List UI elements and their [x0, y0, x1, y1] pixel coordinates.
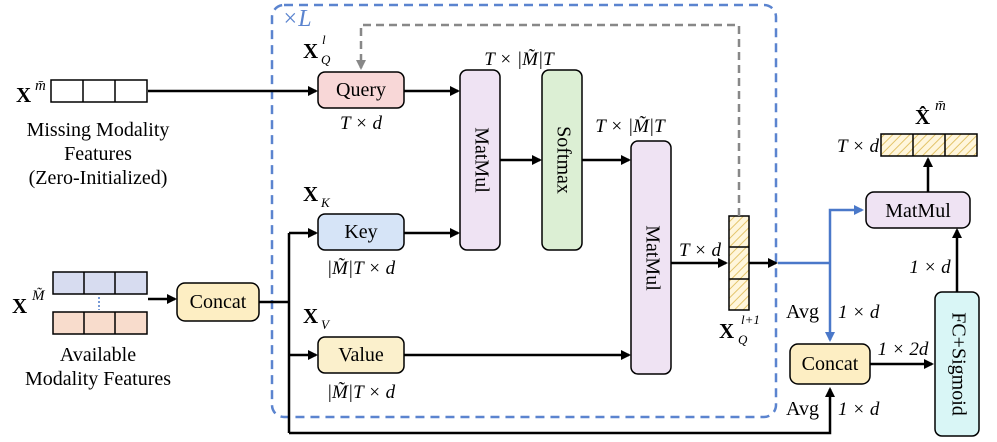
xk-symbol: X: [303, 182, 318, 206]
available-superscript: M̃: [31, 288, 46, 304]
feedback-loop-line: [356, 23, 741, 216]
missing-caption-2: Features: [64, 143, 132, 165]
output-vector: [880, 133, 978, 157]
matmul3-label: MatMul: [885, 200, 951, 222]
available-symbol: X: [12, 294, 27, 318]
avg-bottom-dim: 1 × d: [838, 399, 880, 420]
blue-to-matmul3: [828, 205, 864, 263]
concat-out-dim: 1 × 2d: [878, 339, 929, 360]
concat-left-label: Concat: [190, 291, 247, 313]
missing-caption-3: (Zero-Initialized): [29, 167, 168, 189]
matmul1-dim: T × |M̃|T: [484, 49, 555, 70]
output-dim: T × d: [837, 136, 880, 157]
avg-top-label: Avg: [786, 301, 819, 323]
matmul1-label: MatMul: [470, 127, 492, 193]
missing-superscript: m̄: [35, 78, 46, 94]
xq-sub: Q: [321, 52, 331, 67]
key-dim: |M̃|T × d: [327, 258, 396, 279]
query-label: Query: [336, 79, 386, 101]
softmax-dim: T × |M̃|T: [595, 116, 666, 137]
available-caption-1: Available: [60, 344, 136, 366]
matmul2-block: [630, 140, 672, 375]
xq-sup: l: [322, 32, 326, 47]
bottom-bypass-line: [289, 387, 835, 435]
available-feature-vector-top: [52, 271, 148, 295]
key-label: Key: [344, 221, 377, 243]
xq-next-vector: [728, 215, 750, 311]
fc-sigmoid-label: FC+Sigmoid: [947, 312, 969, 416]
xq-next-sup: l+1: [741, 312, 760, 327]
missing-feature-vector: [50, 79, 148, 103]
matmul3-block: [865, 191, 971, 229]
query-dim: T × d: [340, 113, 383, 134]
value-label: Value: [338, 344, 384, 366]
missing-caption-1: Missing Modality: [27, 119, 170, 141]
matmul2-label: MatMul: [641, 225, 663, 291]
xv-sub: V: [321, 317, 331, 332]
missing-symbol: X: [16, 83, 31, 107]
available-caption-2: Modality Features: [25, 368, 171, 390]
xq-next-symbol: X: [719, 319, 734, 343]
xv-symbol: X: [303, 304, 318, 328]
loop-boundary: [270, 3, 778, 419]
value-dim: |M̃|T × d: [327, 382, 396, 403]
output-superscript: m̄: [935, 98, 946, 114]
xq-next-sub: Q: [738, 332, 748, 347]
xk-sub: K: [320, 195, 331, 210]
matmul2-dim: T × d: [679, 240, 722, 261]
concat-right-label: Concat: [802, 353, 859, 375]
avg-bottom-label: Avg: [786, 398, 819, 420]
available-feature-vector-bottom: [52, 311, 148, 335]
loop-label: ×L: [282, 6, 312, 32]
xq-symbol: X: [303, 39, 318, 63]
fc-out-dim: 1 × d: [909, 257, 951, 278]
avg-top-dim: 1 × d: [838, 302, 880, 323]
softmax-label: Softmax: [552, 126, 574, 194]
output-symbol: X̂: [915, 105, 930, 129]
